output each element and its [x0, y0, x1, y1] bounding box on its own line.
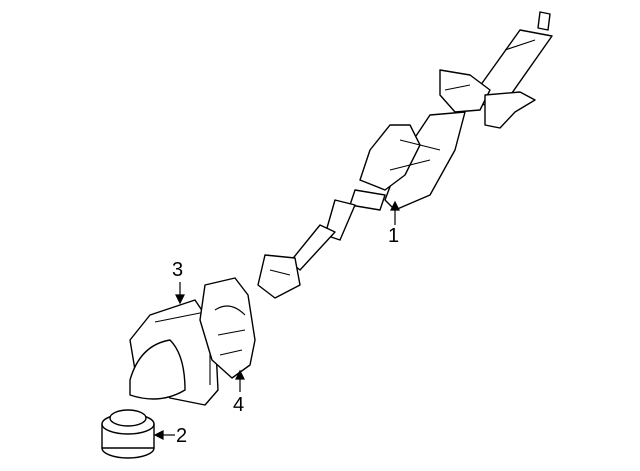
callout-3: 3 [172, 259, 184, 281]
cover-drawing [101, 409, 155, 459]
callout-1: 1 [388, 225, 400, 247]
shield-drawing [199, 277, 256, 379]
callout-2: 2 [176, 425, 188, 447]
callout-4: 4 [233, 394, 245, 416]
leader-lines [153, 200, 400, 440]
steering-column-drawing [257, 11, 553, 299]
